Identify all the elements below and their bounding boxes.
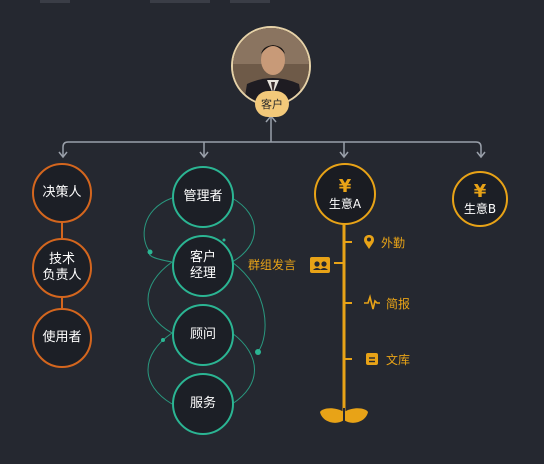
account-manager-label: 客户 经理 bbox=[189, 250, 216, 281]
decision-maker-label: 决策人 bbox=[42, 185, 82, 200]
customer-label: 客户 bbox=[255, 91, 289, 117]
field-work-label[interactable]: 外勤 bbox=[381, 236, 406, 250]
sprout-leaves-icon bbox=[320, 408, 368, 424]
group-chat-icon bbox=[310, 257, 330, 273]
arrow-business-b bbox=[476, 151, 486, 159]
consultant-label: 顾问 bbox=[189, 327, 216, 342]
branch-bus bbox=[68, 141, 482, 148]
library-label[interactable]: 文库 bbox=[386, 353, 411, 367]
service-label: 服务 bbox=[189, 396, 216, 411]
group-message-label[interactable]: 群组发言 bbox=[248, 258, 297, 272]
top-edge-strip bbox=[0, 0, 544, 6]
tech-lead-node[interactable]: 技术 负责人 bbox=[32, 238, 92, 298]
tech-lead-label: 技术 负责人 bbox=[42, 252, 82, 283]
business-a-node[interactable]: ¥ 生意A bbox=[314, 163, 376, 225]
decision-maker-node[interactable]: 决策人 bbox=[32, 163, 92, 223]
manager-label: 管理者 bbox=[183, 189, 223, 204]
weave-dot-3 bbox=[161, 338, 165, 342]
weave-dot-1 bbox=[147, 249, 153, 255]
arrow-decision bbox=[58, 151, 68, 159]
briefing-label[interactable]: 简报 bbox=[386, 297, 411, 311]
end-user-node[interactable]: 使用者 bbox=[32, 308, 92, 368]
business-b-node[interactable]: ¥ 生意B bbox=[452, 171, 508, 227]
location-pin-icon bbox=[364, 235, 374, 249]
service-node[interactable]: 服务 bbox=[172, 373, 234, 435]
weave-dot-4 bbox=[222, 238, 226, 242]
pulse-icon bbox=[364, 294, 380, 310]
business-b-label: 生意B bbox=[463, 202, 497, 216]
business-a-label: 生意A bbox=[328, 197, 362, 211]
yen-icon: ¥ bbox=[338, 176, 352, 197]
account-manager-node[interactable]: 客户 经理 bbox=[172, 235, 234, 297]
weave-dot-2 bbox=[255, 349, 261, 355]
document-icon bbox=[366, 353, 378, 365]
arrow-service bbox=[199, 151, 209, 159]
arrow-business-a bbox=[339, 151, 349, 159]
consultant-node[interactable]: 顾问 bbox=[172, 304, 234, 366]
end-user-label: 使用者 bbox=[42, 330, 82, 345]
yen-icon: ¥ bbox=[473, 181, 487, 202]
manager-node[interactable]: 管理者 bbox=[172, 166, 234, 228]
